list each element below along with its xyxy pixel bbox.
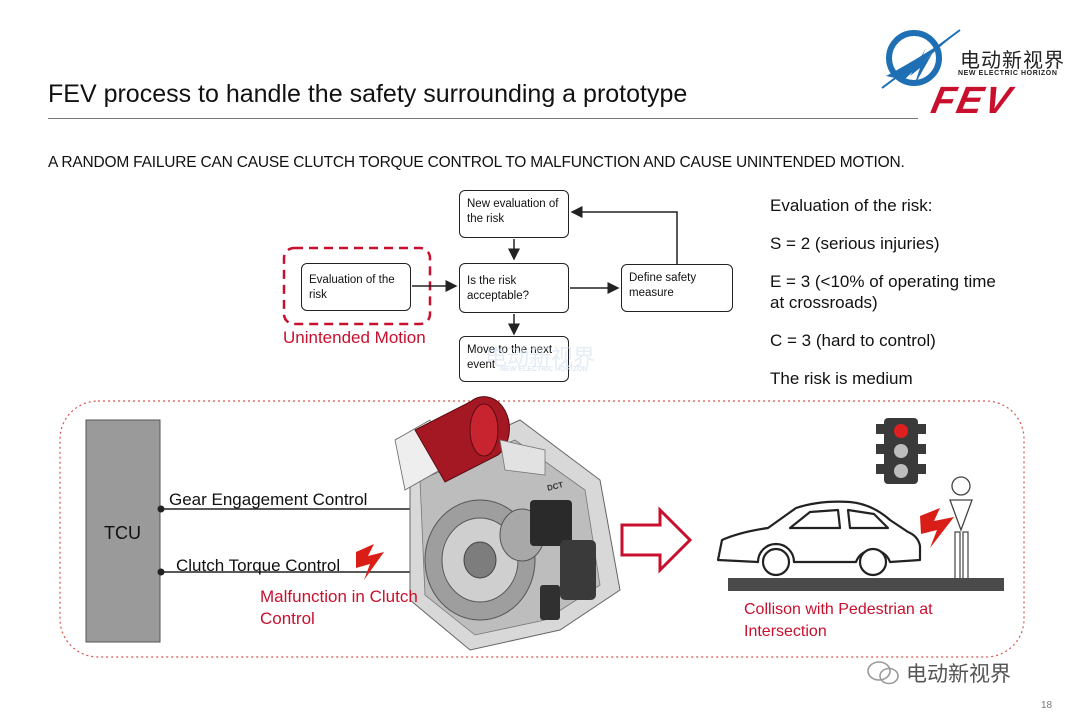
flow-box-move-next: Move to the next event xyxy=(459,336,569,382)
wechat-icon xyxy=(867,661,899,685)
risk-eval-controllability: C = 3 (hard to control) xyxy=(770,331,936,350)
malfunction-label: Malfunction in Clutch Control xyxy=(260,587,418,628)
lightning-icon-pedestrian xyxy=(920,508,954,548)
slide-subtitle: A RANDOM FAILURE CAN CAUSE CLUTCH TORQUE… xyxy=(48,154,905,171)
risk-evaluation-list: Evaluation of the risk: S = 2 (serious i… xyxy=(770,195,1000,406)
risk-eval-severity: S = 2 (serious injuries) xyxy=(770,234,940,253)
flow-box-evaluation: Evaluation of the risk xyxy=(301,263,411,311)
flow-box-define-safety: Define safety measure xyxy=(621,264,733,312)
clutch-line-dot-left xyxy=(157,568,165,576)
traffic-light-icon xyxy=(876,418,926,484)
watermark-center: 电动新视界 xyxy=(485,345,596,370)
tcu-block xyxy=(85,419,161,643)
risk-eval-heading: Evaluation of the risk: xyxy=(770,196,933,215)
car-icon xyxy=(716,500,922,577)
page-number: 18 xyxy=(1041,700,1053,711)
watermark-center-en: NEW ELECTRIC HORIZON xyxy=(500,366,588,373)
header-logo: 电动新视界 NEW ELECTRIC HORIZON FEV xyxy=(880,28,1070,123)
logo-cn-text: 电动新视界 xyxy=(960,50,1065,72)
title-divider xyxy=(48,118,918,119)
hollow-right-arrow xyxy=(620,506,693,574)
risk-eval-exposure: E = 3 (<10% of operating time at crossro… xyxy=(770,272,996,312)
risk-eval-conclusion: The risk is medium xyxy=(770,369,913,388)
pedestrian-icon xyxy=(949,476,973,581)
lightning-icon-clutch xyxy=(356,544,384,580)
road-strip xyxy=(728,578,1004,591)
gear-engagement-label: Gear Engagement Control xyxy=(169,490,368,509)
slide-title: FEV process to handle the safety surroun… xyxy=(48,80,688,108)
clutch-torque-label: Clutch Torque Control xyxy=(176,556,341,575)
flow-box-new-evaluation: New evaluation of the risk xyxy=(459,190,569,238)
lightning-globe-icon xyxy=(881,29,961,89)
collision-label: Collison with Pedestrian at Intersection xyxy=(744,601,933,640)
arrow-define-to-new-eval xyxy=(570,206,678,264)
gear-line-dot-left xyxy=(157,505,165,513)
unintended-motion-label: Unintended Motion xyxy=(283,328,426,347)
wechat-watermark-text: 电动新视界 xyxy=(906,663,1011,686)
logo-en-text: NEW ELECTRIC HORIZON xyxy=(958,70,1058,77)
tcu-label: TCU xyxy=(104,523,141,543)
scenario-dotted-frame xyxy=(59,400,1025,658)
flow-box-risk-acceptable: Is the risk acceptable? xyxy=(459,263,569,313)
dct-transmission-illustration xyxy=(394,396,621,651)
wechat-watermark: 电动新视界 xyxy=(866,658,1056,688)
